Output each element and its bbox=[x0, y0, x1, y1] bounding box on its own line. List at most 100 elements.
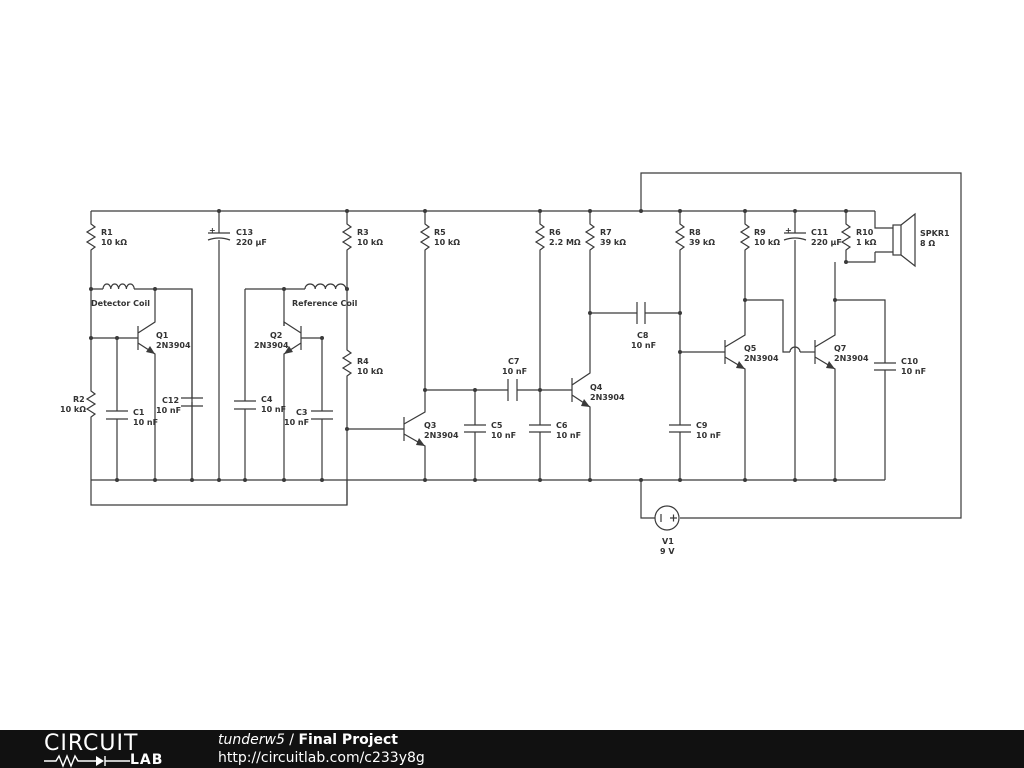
circuit-schematic: R1 10 kΩ R2 10 kΩ R3 10 kΩ R4 10 kΩ R5 1… bbox=[60, 172, 962, 556]
svg-text:C13: C13 bbox=[236, 228, 253, 237]
svg-text:Q2: Q2 bbox=[270, 331, 282, 340]
svg-text:SPKR1: SPKR1 bbox=[920, 229, 950, 238]
circuitlab-logo[interactable]: CIRCUIT LAB bbox=[44, 732, 176, 768]
svg-text:1 kΩ: 1 kΩ bbox=[856, 238, 877, 247]
svg-text:10 nF: 10 nF bbox=[631, 341, 656, 350]
capacitor-c11-electrolytic: + C11 220 µF bbox=[783, 226, 842, 247]
svg-text:R10: R10 bbox=[856, 228, 874, 237]
svg-text:10 kΩ: 10 kΩ bbox=[754, 238, 780, 247]
svg-text:C10: C10 bbox=[901, 357, 918, 366]
svg-text:Q5: Q5 bbox=[744, 344, 757, 353]
svg-text:Q7: Q7 bbox=[834, 344, 846, 353]
svg-text:2.2 MΩ: 2.2 MΩ bbox=[549, 238, 581, 247]
transistor-q1: Q1 2N3904 bbox=[137, 316, 191, 370]
svg-text:R9: R9 bbox=[754, 228, 766, 237]
svg-text:R5: R5 bbox=[434, 228, 446, 237]
inductor-reference-coil: Reference Coil bbox=[292, 283, 358, 308]
svg-text:R6: R6 bbox=[549, 228, 561, 237]
project-title[interactable]: Final Project bbox=[298, 732, 399, 748]
svg-text:10 nF: 10 nF bbox=[261, 405, 286, 414]
wires bbox=[90, 172, 962, 519]
svg-text:C7: C7 bbox=[508, 357, 519, 366]
svg-text:8 Ω: 8 Ω bbox=[920, 239, 935, 248]
svg-text:10 kΩ: 10 kΩ bbox=[60, 405, 86, 414]
svg-text:10 nF: 10 nF bbox=[133, 418, 158, 427]
svg-text:39 kΩ: 39 kΩ bbox=[600, 238, 626, 247]
resistor-r8: R8 39 kΩ bbox=[674, 221, 715, 253]
svg-text:R4: R4 bbox=[357, 357, 369, 366]
svg-text:2N3904: 2N3904 bbox=[834, 354, 869, 363]
transistor-q4: Q4 2N3904 bbox=[571, 365, 625, 410]
svg-text:10 kΩ: 10 kΩ bbox=[101, 238, 127, 247]
svg-text:C4: C4 bbox=[261, 395, 273, 404]
svg-text:Detector Coil: Detector Coil bbox=[91, 299, 150, 308]
svg-text:R8: R8 bbox=[689, 228, 701, 237]
svg-text:2N3904: 2N3904 bbox=[424, 431, 459, 440]
voltage-source-v1: V1 9 V bbox=[654, 505, 680, 556]
svg-text:10 kΩ: 10 kΩ bbox=[434, 238, 460, 247]
svg-text:+: + bbox=[209, 226, 216, 235]
svg-text:10 nF: 10 nF bbox=[491, 431, 516, 440]
svg-text:2N3904: 2N3904 bbox=[254, 341, 289, 350]
svg-text:10 nF: 10 nF bbox=[901, 367, 926, 376]
capacitor-c12: C12 10 nF bbox=[156, 289, 203, 415]
svg-text:Q4: Q4 bbox=[590, 383, 603, 392]
svg-text:9 V: 9 V bbox=[660, 547, 675, 556]
capacitor-c13-electrolytic: + C13 220 µF bbox=[207, 226, 267, 247]
resistor-r3: R3 10 kΩ bbox=[341, 221, 383, 253]
resistor-r1: R1 10 kΩ bbox=[85, 221, 127, 253]
svg-text:Q1: Q1 bbox=[156, 331, 169, 340]
svg-text:2N3904: 2N3904 bbox=[156, 341, 191, 350]
capacitor-c8: C8 10 nF bbox=[631, 302, 656, 350]
transistor-q7: Q7 2N3904 bbox=[814, 330, 869, 372]
resistor-r9: R9 10 kΩ bbox=[739, 221, 780, 253]
author-link[interactable]: tunderw5 bbox=[218, 732, 285, 748]
project-title-line: tunderw5 / Final Project bbox=[218, 732, 398, 749]
svg-text:+: + bbox=[785, 226, 792, 235]
transistor-q3: Q3 2N3904 bbox=[403, 405, 459, 453]
svg-text:220 µF: 220 µF bbox=[811, 238, 842, 247]
resistor-r10: R10 1 kΩ bbox=[840, 221, 877, 253]
svg-text:2N3904: 2N3904 bbox=[590, 393, 625, 402]
resistor-diode-icon bbox=[44, 754, 130, 768]
transistor-q2: Q2 2N3904 bbox=[254, 320, 302, 370]
svg-text:10 kΩ: 10 kΩ bbox=[357, 238, 383, 247]
svg-text:10 nF: 10 nF bbox=[502, 367, 527, 376]
svg-text:10 kΩ: 10 kΩ bbox=[357, 367, 383, 376]
svg-text:R7: R7 bbox=[600, 228, 612, 237]
speaker-spkr1: SPKR1 8 Ω bbox=[892, 212, 950, 268]
svg-text:R2: R2 bbox=[73, 395, 85, 404]
junction-dots bbox=[89, 209, 848, 482]
svg-text:C8: C8 bbox=[637, 331, 649, 340]
capacitor-c9: C9 10 nF bbox=[669, 421, 721, 440]
capacitor-c6: C6 10 nF bbox=[529, 421, 581, 440]
footer-bar: CIRCUIT LAB tunderw5 / Final Project htt… bbox=[0, 730, 1024, 768]
svg-text:C9: C9 bbox=[696, 421, 708, 430]
project-url[interactable]: http://circuitlab.com/c233y8g bbox=[218, 750, 425, 766]
capacitor-c5: C5 10 nF bbox=[464, 421, 516, 440]
capacitor-c1: C1 10 nF bbox=[106, 408, 158, 427]
capacitor-c10: C10 10 nF bbox=[874, 357, 926, 376]
svg-text:10 nF: 10 nF bbox=[284, 418, 309, 427]
resistor-r5: R5 10 kΩ bbox=[419, 221, 460, 253]
transistor-q5: Q5 2N3904 bbox=[724, 330, 779, 372]
svg-text:R3: R3 bbox=[357, 228, 369, 237]
svg-text:R1: R1 bbox=[101, 228, 113, 237]
svg-text:2N3904: 2N3904 bbox=[744, 354, 779, 363]
svg-text:Reference Coil: Reference Coil bbox=[292, 299, 358, 308]
capacitor-c7: C7 10 nF bbox=[502, 357, 527, 401]
svg-text:C6: C6 bbox=[556, 421, 568, 430]
inductor-detector-coil: Detector Coil bbox=[91, 283, 150, 308]
resistor-r7: R7 39 kΩ bbox=[584, 221, 626, 253]
svg-text:C1: C1 bbox=[133, 408, 145, 417]
svg-text:220 µF: 220 µF bbox=[236, 238, 267, 247]
svg-text:C12: C12 bbox=[162, 396, 179, 405]
svg-text:C5: C5 bbox=[491, 421, 503, 430]
resistor-r2: R2 10 kΩ bbox=[60, 388, 97, 420]
svg-text:C11: C11 bbox=[811, 228, 828, 237]
capacitor-c3: C3 10 nF bbox=[284, 408, 333, 427]
svg-text:C3: C3 bbox=[296, 408, 307, 417]
svg-text:10 nF: 10 nF bbox=[696, 431, 721, 440]
capacitor-c4: C4 10 nF bbox=[234, 395, 286, 414]
title-separator: / bbox=[284, 732, 299, 748]
